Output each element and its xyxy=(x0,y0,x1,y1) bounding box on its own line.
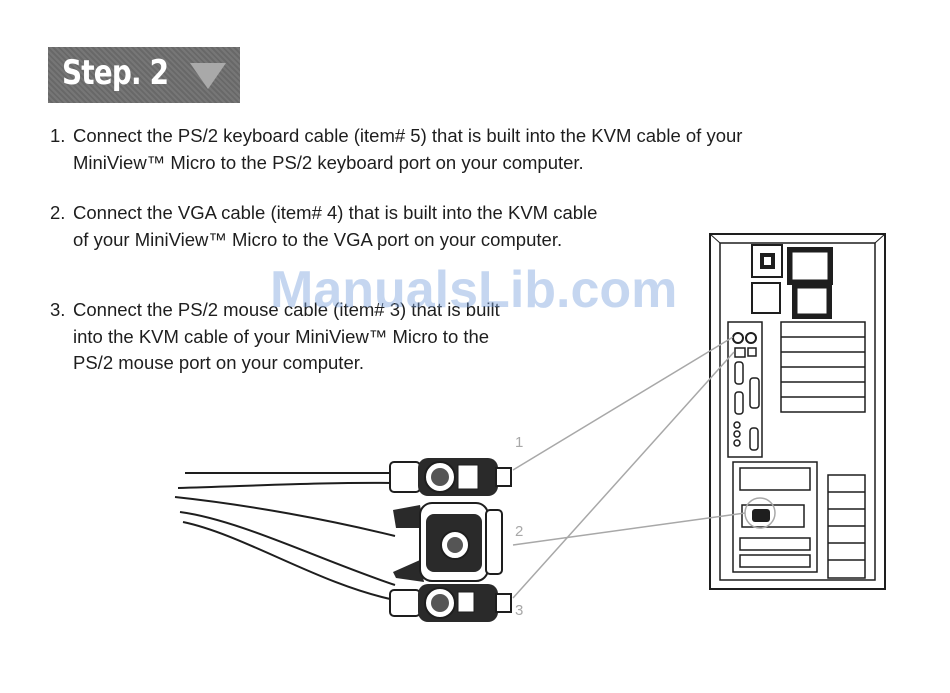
ps2-keyboard-connector xyxy=(389,458,512,496)
callout-lines xyxy=(512,336,746,599)
io-panel xyxy=(727,321,763,458)
instruction-text: Connect the PS/2 keyboard cable (item# 5… xyxy=(73,125,743,173)
instruction-number: 1. xyxy=(50,125,66,146)
callout-number-3: 3 xyxy=(515,602,524,619)
instruction-text: Connect the VGA cable (item# 4) that is … xyxy=(73,202,598,250)
instruction-item-2: 2. Connect the VGA cable (item# 4) that … xyxy=(50,200,610,253)
instruction-number: 3. xyxy=(50,299,66,320)
computer-tower xyxy=(709,233,886,590)
vga-connector xyxy=(393,502,503,582)
step-badge: Step. 2 xyxy=(48,47,240,103)
instruction-item-1: 1. Connect the PS/2 keyboard cable (item… xyxy=(50,123,780,176)
cables xyxy=(174,472,396,601)
instruction-text: Connect the PS/2 mouse cable (item# 3) t… xyxy=(73,299,500,373)
power-supply xyxy=(751,244,833,319)
callout-number-1: 1 xyxy=(515,434,524,451)
callout-number-2: 2 xyxy=(515,523,524,540)
down-triangle-icon xyxy=(190,63,226,89)
step-label: Step. 2 xyxy=(62,53,169,93)
ps2-mouse-connector xyxy=(389,584,512,622)
instruction-number: 2. xyxy=(50,202,66,223)
instruction-item-3: 3. Connect the PS/2 mouse cable (item# 3… xyxy=(50,297,530,377)
expansion-slots xyxy=(780,321,866,413)
vga-port xyxy=(741,497,805,529)
watermark: ManualsLib.com xyxy=(270,261,678,319)
